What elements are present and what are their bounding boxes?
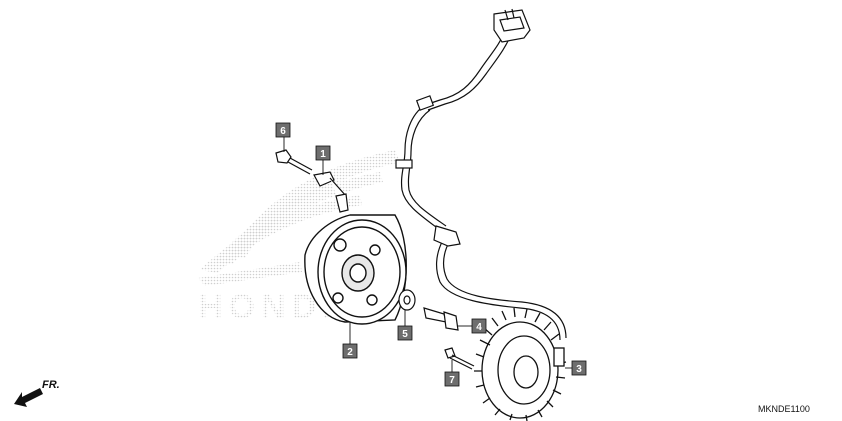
leader-lines bbox=[283, 137, 572, 372]
svg-text:1: 1 bbox=[320, 149, 326, 160]
svg-text:5: 5 bbox=[402, 329, 408, 340]
svg-text:4: 4 bbox=[476, 322, 482, 333]
callout-3: 3 bbox=[571, 360, 587, 376]
svg-text:6: 6 bbox=[280, 126, 286, 137]
wire-harness bbox=[400, 29, 567, 341]
svg-text:2: 2 bbox=[347, 347, 353, 358]
bolt-6 bbox=[275, 149, 313, 175]
svg-text:3: 3 bbox=[576, 364, 582, 375]
bolt-4 bbox=[423, 307, 459, 331]
callout-5: 5 bbox=[397, 325, 413, 341]
front-direction-arrow-icon: FR. bbox=[14, 379, 60, 407]
flywheel-2 bbox=[304, 214, 407, 325]
callout-4: 4 bbox=[471, 318, 487, 334]
svg-text:7: 7 bbox=[449, 375, 455, 386]
harness-clips bbox=[395, 95, 461, 247]
callout-1: 1 bbox=[315, 145, 331, 161]
connector bbox=[493, 8, 531, 43]
callout-2: 2 bbox=[342, 343, 358, 359]
diagram-code: MKNDE1100 bbox=[758, 404, 810, 414]
stator-3 bbox=[474, 307, 567, 421]
callout-7: 7 bbox=[444, 371, 460, 387]
pulse-generator-1 bbox=[313, 171, 349, 213]
callout-6: 6 bbox=[275, 122, 291, 138]
bolt-7 bbox=[444, 347, 475, 370]
washer-5 bbox=[398, 289, 416, 311]
direction-label: FR. bbox=[42, 379, 60, 391]
